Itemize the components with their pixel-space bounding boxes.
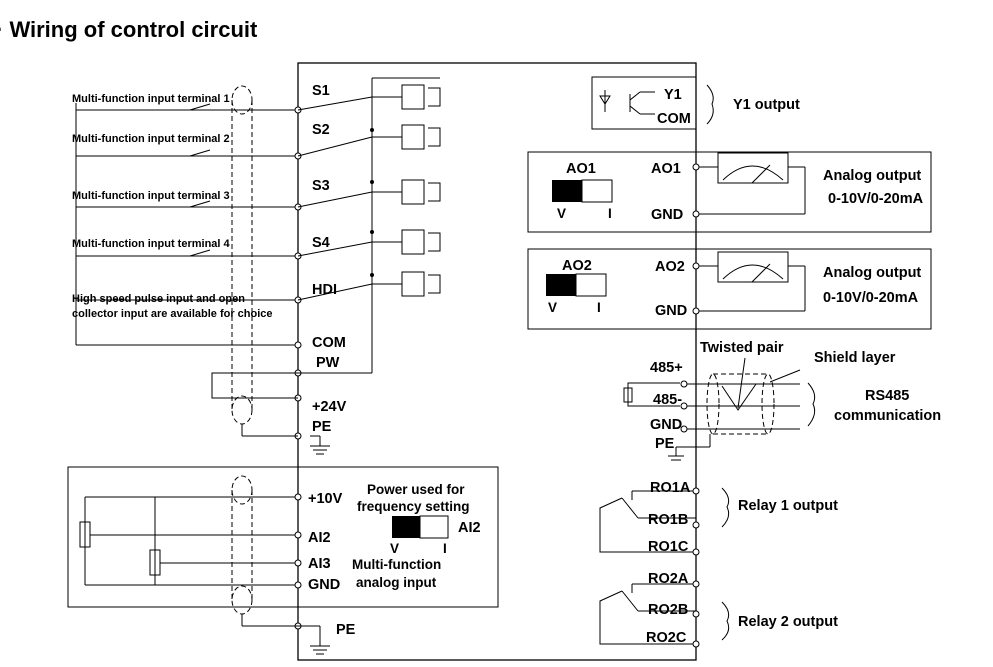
input-label-mf1: Multi-function input terminal 1 [72, 93, 230, 105]
terminal-s4: S4 [312, 235, 330, 251]
relay2-b-terminal: RO2B [648, 602, 688, 618]
terminal-pe: PE [312, 419, 332, 435]
ai2-switch-label: AI2 [458, 520, 481, 536]
ai2-switch-i: I [443, 541, 447, 556]
control-board [297, 62, 697, 661]
y1-output-label: Y1 output [733, 97, 800, 113]
terminal-hdi: HDI [312, 282, 337, 298]
input-label-mf2: Multi-function input terminal 2 [72, 133, 230, 145]
analog-input-section [67, 466, 499, 655]
terminal-10v: +10V [308, 491, 343, 507]
rs485-label-1: RS485 [865, 388, 909, 404]
ao2-switch-v: V [548, 300, 557, 315]
diagram-title: · Wiring of control circuit [0, 17, 258, 42]
mf-analog-label-2: analog input [356, 575, 437, 590]
digital-inputs: Multi-function input terminal 1 Multi-fu… [72, 85, 330, 455]
ao1-gnd-terminal: GND [651, 207, 683, 223]
ao2-terminal: AO2 [655, 259, 685, 275]
twisted-pair-label: Twisted pair [700, 340, 784, 356]
ao2-box-label: AO2 [562, 258, 592, 274]
terminal-s1: S1 [312, 83, 330, 99]
relay1-b-terminal: RO1B [648, 512, 688, 528]
relay1-output [599, 487, 730, 556]
terminal-pw: PW [316, 355, 340, 371]
relay1-c-terminal: RO1C [648, 539, 689, 555]
ao2-label-1: Analog output [823, 265, 921, 281]
power-label-2: frequency setting [357, 499, 470, 514]
y1-com-terminal: COM [657, 111, 691, 127]
y1-terminal: Y1 [664, 87, 682, 103]
ao2-label-2: 0-10V/0-20mA [823, 290, 919, 306]
rs485-minus-terminal: 485- [653, 392, 682, 408]
input-label-hs2: collector input are available for choice [72, 308, 273, 320]
terminal-ai3: AI3 [308, 556, 331, 572]
rs485-section [623, 357, 816, 461]
input-label-mf4: Multi-function input terminal 4 [72, 238, 231, 250]
relay1-a-terminal: RO1A [650, 480, 691, 496]
relay2-label: Relay 2 output [738, 614, 838, 630]
rs485-label-2: communication [834, 408, 941, 424]
ao1-switch-i: I [608, 206, 612, 221]
ao1-output [527, 151, 932, 233]
ao1-label-1: Analog output [823, 168, 921, 184]
terminal-ai2: AI2 [308, 530, 331, 546]
mf-analog-label-1: Multi-function [352, 557, 441, 572]
power-label-1: Power used for [367, 482, 465, 497]
optocoupler-array [297, 77, 441, 374]
ao2-output [527, 248, 932, 330]
ai2-switch-v: V [390, 541, 399, 556]
ao1-switch-v: V [557, 206, 566, 221]
rs485-pe-terminal: PE [655, 436, 675, 452]
terminal-gnd: GND [308, 577, 340, 593]
rs485-plus-terminal: 485+ [650, 360, 683, 376]
relay2-c-terminal: RO2C [646, 630, 687, 646]
relay2-output [599, 580, 730, 648]
input-label-hs1: High speed pulse input and open [72, 293, 245, 305]
input-label-mf3: Multi-function input terminal 3 [72, 190, 230, 202]
relay2-a-terminal: RO2A [648, 571, 689, 587]
terminal-pe2: PE [336, 622, 356, 638]
terminal-com: COM [312, 335, 346, 351]
ao1-box-label: AO1 [566, 161, 596, 177]
ao2-switch-i: I [597, 300, 601, 315]
relay1-label: Relay 1 output [738, 498, 838, 514]
rs485-gnd-terminal: GND [650, 417, 682, 433]
shield-layer-label: Shield layer [814, 350, 896, 366]
terminal-s2: S2 [312, 122, 330, 138]
y1-output [591, 76, 714, 130]
terminal-24v: +24V [312, 399, 347, 415]
ao2-gnd-terminal: GND [655, 303, 687, 319]
ao1-terminal: AO1 [651, 161, 681, 177]
ao1-label-2: 0-10V/0-20mA [828, 191, 924, 207]
terminal-s3: S3 [312, 178, 330, 194]
